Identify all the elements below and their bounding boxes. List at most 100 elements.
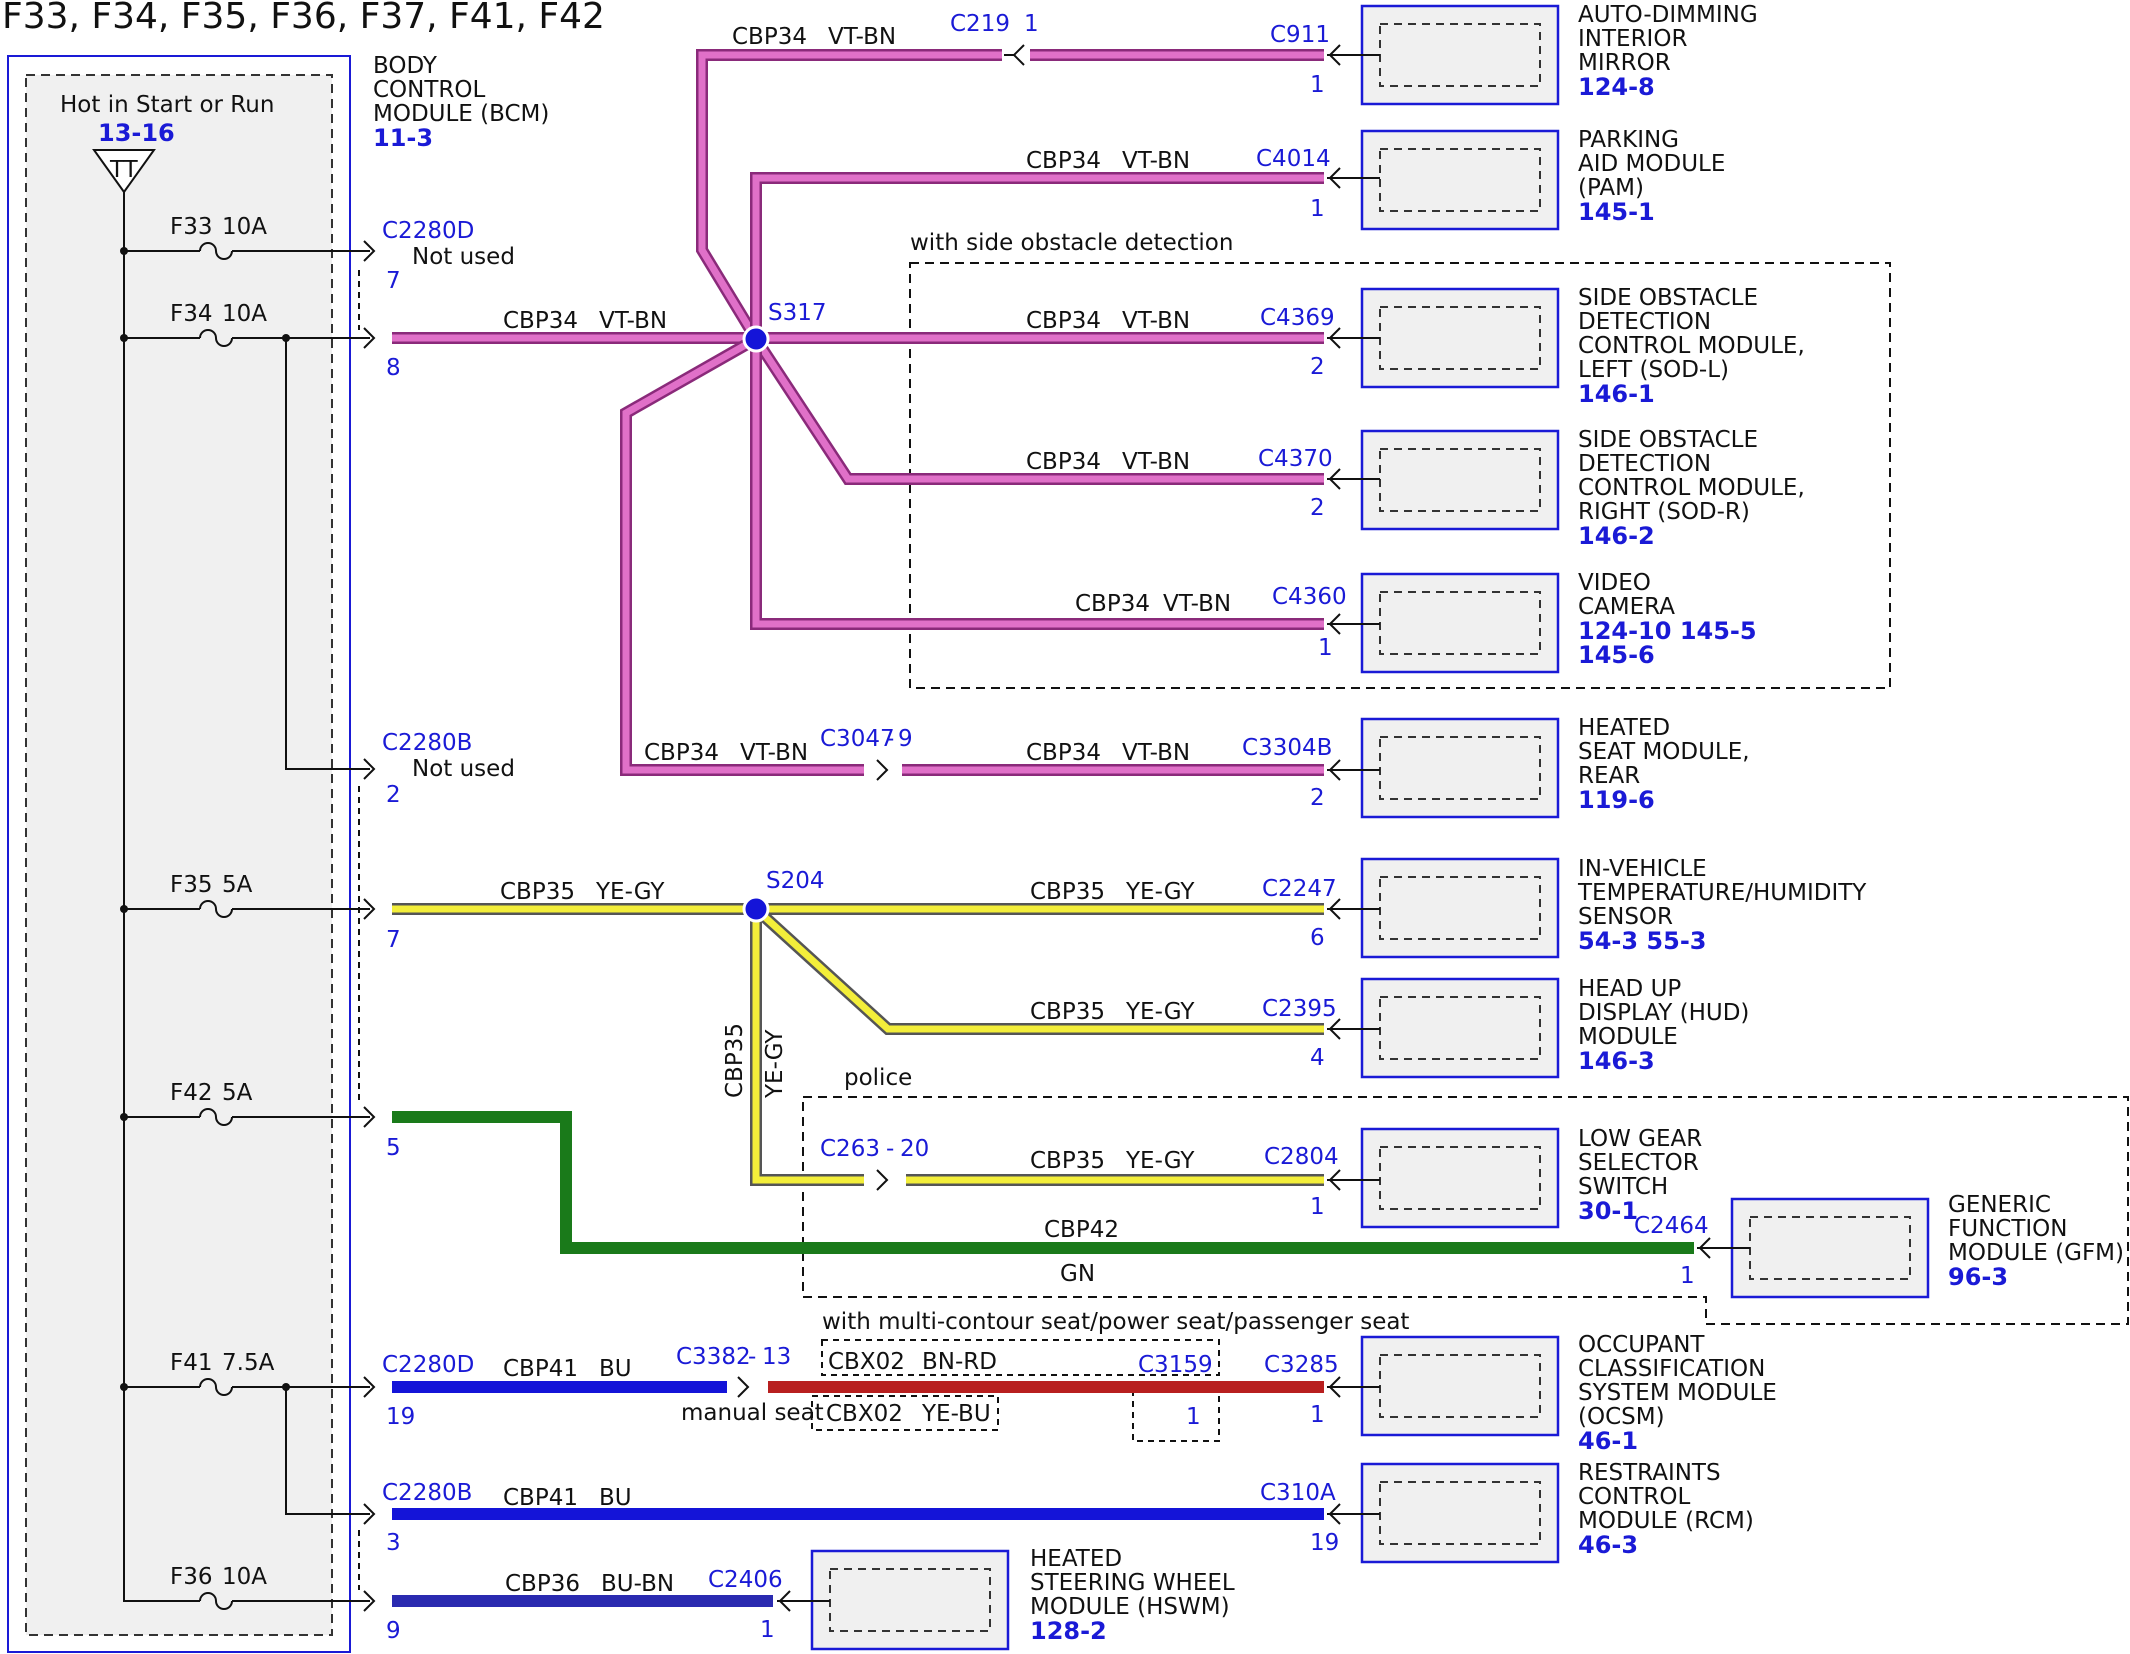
wire-8-circuit: CBP35 xyxy=(500,879,575,905)
wire-14-connector: C3382 xyxy=(676,1344,751,1370)
wire-10-circuit: CBP35 xyxy=(1030,999,1105,1025)
module-5-name-line-1: SEAT MODULE, xyxy=(1578,739,1750,765)
fuse-f35-id: F35 xyxy=(170,872,213,898)
module-6-pin: 6 xyxy=(1310,925,1325,951)
module-1-page-ref-0[interactable]: 145-1 xyxy=(1578,198,1655,226)
wire-11-color: YE-GY xyxy=(762,1029,788,1099)
bcm-conn-2-id: C2280B xyxy=(382,730,472,756)
fuse-row-f35: F35 5A xyxy=(120,872,370,918)
wire-7-color: VT-BN xyxy=(1122,740,1190,766)
module-6: C22476IN-VEHICLETEMPERATURE/HUMIDITYSENS… xyxy=(1262,856,1867,959)
bcm-conn-4-pin: 5 xyxy=(386,1135,401,1161)
modules-layer: C9111AUTO-DIMMINGINTERIORMIRROR124-8C401… xyxy=(708,2,2124,1651)
module-8-name-line-0: LOW GEAR xyxy=(1578,1126,1702,1152)
wire-17-color: BU xyxy=(599,1485,632,1511)
wire-17-circuit: CBP41 xyxy=(503,1485,578,1511)
wire-1-circuit: CBP34 xyxy=(1026,148,1101,174)
module-1-connector: C4014 xyxy=(1256,146,1331,172)
module-10-name-line-1: CLASSIFICATION xyxy=(1578,1356,1765,1382)
module-12-box xyxy=(810,1549,1010,1651)
module-5-inner xyxy=(1379,736,1541,800)
fuse-f41-icon xyxy=(199,1378,233,1396)
tt-symbol-label: TT xyxy=(109,157,139,183)
module-11-page-ref-0[interactable]: 46-3 xyxy=(1578,1531,1638,1559)
bcm-name-line-3: MODULE (BCM) xyxy=(373,101,549,127)
module-6-page-ref-0[interactable]: 54-3 55-3 xyxy=(1578,927,1706,955)
module-2-box xyxy=(1360,287,1560,389)
module-1-inner xyxy=(1379,148,1541,212)
module-9-connector: C2464 xyxy=(1634,1213,1709,1239)
module-5-connector-arrow-icon xyxy=(1328,759,1341,781)
module-9-box xyxy=(1730,1197,1930,1299)
module-11-name-line-1: CONTROL xyxy=(1578,1484,1691,1510)
bcm-name-line-1: BODY xyxy=(373,53,438,79)
splice-s204-icon xyxy=(742,895,770,923)
module-2-connector: C4369 xyxy=(1260,305,1335,331)
wire-2-color: VT-BN xyxy=(599,308,667,334)
wire-18-color: BU-BN xyxy=(601,1571,674,1597)
module-6-name-line-2: SENSOR xyxy=(1578,904,1673,930)
bcm-name-line-2: CONTROL xyxy=(373,77,486,103)
hot-ref-page[interactable]: 13-16 xyxy=(98,119,175,147)
wire-2-circuit: CBP34 xyxy=(503,308,578,334)
module-0-page-ref-0[interactable]: 124-8 xyxy=(1578,73,1655,101)
bcm-connector-arrows xyxy=(363,240,376,1612)
module-4-page-ref-0[interactable]: 124-10 145-5 xyxy=(1578,617,1757,645)
module-7-page-ref-0[interactable]: 146-3 xyxy=(1578,1047,1655,1075)
module-2-page-ref-0[interactable]: 146-1 xyxy=(1578,380,1655,408)
wire-10-color: YE-GY xyxy=(1125,999,1195,1025)
fuse-f42-id: F42 xyxy=(170,1080,213,1106)
module-3-page-ref-0[interactable]: 146-2 xyxy=(1578,522,1655,550)
module-3-connector-arrow-icon xyxy=(1328,468,1341,490)
wire-3-color: VT-BN xyxy=(1122,308,1190,334)
module-8-name-line-2: SWITCH xyxy=(1578,1174,1668,1200)
fuse-f41-rating: 7.5A xyxy=(222,1350,275,1376)
module-7-pin: 4 xyxy=(1310,1045,1325,1071)
module-8-inner xyxy=(1379,1146,1541,1210)
wire-group-vt-bn xyxy=(392,49,1324,776)
module-1-name-line-1: AID MODULE xyxy=(1578,151,1725,177)
option-label-police: police xyxy=(844,1065,912,1091)
inline-connector-arrows xyxy=(737,44,1025,1398)
module-4-page-ref-1[interactable]: 145-6 xyxy=(1578,641,1655,669)
bcm-conn-5-id: C2280D xyxy=(382,1352,474,1378)
module-9-page-ref-0[interactable]: 96-3 xyxy=(1948,1263,2008,1291)
wire-13-circuit: CBP42 xyxy=(1044,1217,1119,1243)
module-5-name-line-0: HEATED xyxy=(1578,715,1670,741)
module-11-box xyxy=(1360,1462,1560,1564)
module-6-name-line-0: IN-VEHICLE xyxy=(1578,856,1707,882)
wire-0-color: VT-BN xyxy=(828,24,896,50)
module-5-page-ref-0[interactable]: 119-6 xyxy=(1578,786,1655,814)
bcm-conn-2-pin: 2 xyxy=(386,782,401,808)
module-3-connector: C4370 xyxy=(1258,446,1333,472)
module-12-page-ref-0[interactable]: 128-2 xyxy=(1030,1617,1107,1645)
wire-12-circuit: CBP35 xyxy=(1030,1148,1105,1174)
module-3-name-line-2: CONTROL MODULE, xyxy=(1578,475,1805,501)
bcm-conn-3-pin: 7 xyxy=(386,927,401,953)
module-8-page-ref-0[interactable]: 30-1 xyxy=(1578,1197,1638,1225)
wire-1-color: VT-BN xyxy=(1122,148,1190,174)
wire-18-circuit: CBP36 xyxy=(505,1571,580,1597)
option-label-manual-seat: manual seat xyxy=(681,1400,824,1426)
module-6-name-line-1: TEMPERATURE/HUMIDITY xyxy=(1577,880,1867,906)
bcm-conn-0-pin: 7 xyxy=(386,268,401,294)
bcm-internal-box xyxy=(25,74,333,1636)
fuse-f36-id: F36 xyxy=(170,1564,213,1590)
module-12-name-line-1: STEERING WHEEL xyxy=(1030,1570,1235,1596)
hot-in-start-run-label: Hot in Start or Run xyxy=(60,92,274,118)
fuse-f36-rating: 10A xyxy=(222,1564,267,1590)
diagram-title: F33, F34, F35, F36, F37, F41, F42 xyxy=(2,0,605,37)
module-10-page-ref-0[interactable]: 46-1 xyxy=(1578,1427,1638,1455)
module-10-pin: 1 xyxy=(1310,1402,1325,1428)
bcm-conn-0-id: C2280D xyxy=(382,218,474,244)
bcm-page-ref[interactable]: 11-3 xyxy=(373,124,433,152)
module-5-pin: 2 xyxy=(1310,785,1325,811)
bcm-conn-5-pin: 19 xyxy=(386,1404,415,1430)
module-2-name-line-2: CONTROL MODULE, xyxy=(1578,333,1805,359)
bcm-conn-1-pin: 8 xyxy=(386,355,401,381)
